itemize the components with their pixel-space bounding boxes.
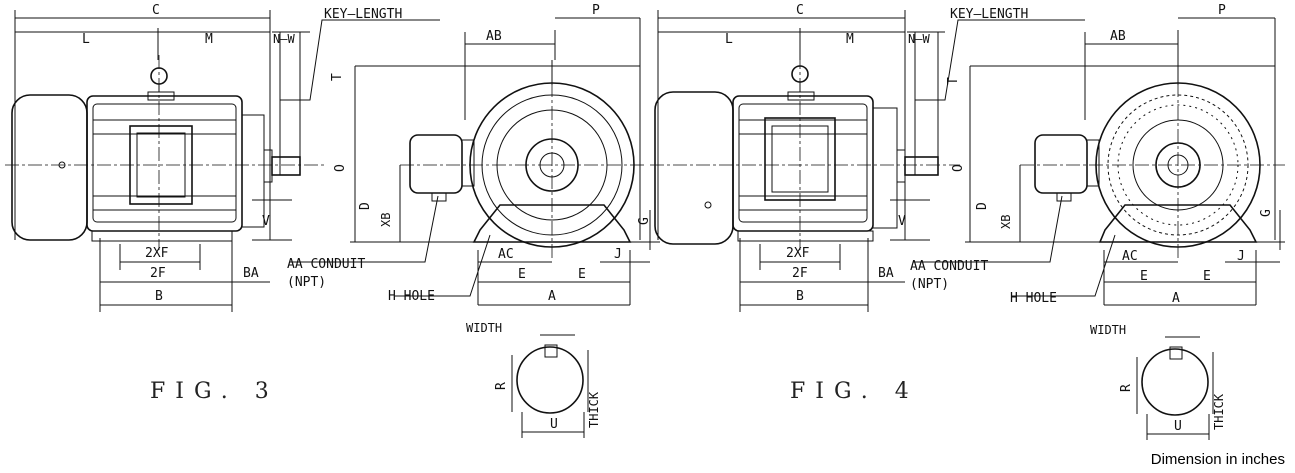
dim-v: V [262, 214, 270, 229]
dim-2xf: 2XF [145, 246, 169, 261]
dim-m-4: M [846, 32, 854, 47]
conduit-box [409, 134, 463, 194]
dim-width: WIDTH [466, 321, 502, 335]
dim-2f: 2F [150, 266, 166, 281]
dim-b: B [155, 289, 163, 304]
dim-thick-4: THICK [1212, 393, 1226, 430]
dim-ac-4: AC [1122, 249, 1138, 264]
figure-4 [650, 10, 1285, 440]
dim-ac: AC [498, 247, 514, 262]
dim-ba-4: BA [878, 266, 894, 281]
figure-4-caption: FIG. 4 [790, 379, 919, 404]
dim-p-4: P [1218, 3, 1226, 18]
npt-label: (NPT) [287, 275, 326, 290]
dim-c-4: C [796, 3, 804, 18]
dim-l: L [82, 32, 90, 47]
dim-t: T [330, 73, 345, 81]
shaft-4 [904, 156, 939, 176]
h-hole-label: H HOLE [388, 289, 435, 304]
dim-nw: N—W [273, 32, 295, 46]
dim-ba: BA [243, 266, 259, 281]
dim-m: M [205, 32, 213, 47]
dim-e-right-4: E [1203, 269, 1211, 284]
dim-2f-4: 2F [792, 266, 808, 281]
shaft-section [516, 346, 584, 414]
dim-key-length: KEY—LENGTH [324, 7, 402, 22]
motor-frame [86, 95, 243, 232]
dim-v-4: V [898, 214, 906, 229]
dim-a: A [548, 289, 556, 304]
fan-cover [11, 94, 88, 241]
figure-4-labels: C L M N—W KEY—LENGTH P AB T O D XB V G J… [725, 3, 1274, 434]
dim-thick: THICK [587, 391, 601, 428]
dim-2xf-4: 2XF [786, 246, 810, 261]
dim-d-4: D [975, 202, 990, 210]
fan-cover-4 [654, 91, 734, 245]
shaft [271, 156, 301, 176]
aa-conduit-label: AA CONDUIT [287, 257, 365, 272]
dim-u-4: U [1174, 419, 1182, 434]
dim-ab-4: AB [1110, 29, 1126, 44]
dim-e-left: E [518, 267, 526, 282]
dim-t-4: T [946, 77, 961, 85]
h-hole-label-4: H HOLE [1010, 291, 1057, 306]
dim-j-4: J [1237, 249, 1245, 264]
figure-3 [5, 10, 660, 438]
dim-xb: XB [379, 213, 393, 227]
front-feet [472, 204, 632, 243]
dim-g-4: G [1259, 209, 1274, 217]
dim-p: P [592, 3, 600, 18]
dim-o-4: O [951, 164, 966, 172]
front-feet-4 [1098, 204, 1258, 243]
dim-l-4: L [725, 32, 733, 47]
conduit-box-4 [1034, 134, 1088, 194]
dim-o: O [333, 164, 348, 172]
dim-e-left-4: E [1140, 269, 1148, 284]
dim-key-length-4: KEY—LENGTH [950, 7, 1028, 22]
dim-r-4: R [1119, 384, 1134, 392]
dim-width-4: WIDTH [1090, 323, 1126, 337]
dim-xb-4: XB [999, 215, 1013, 229]
shaft-section-4 [1141, 348, 1209, 416]
dim-nw-4: N—W [908, 32, 930, 46]
dim-c: C [152, 3, 160, 18]
npt-label-4: (NPT) [910, 277, 949, 292]
dim-r: R [494, 382, 509, 390]
figure-3-caption: FIG. 3 [150, 379, 279, 404]
aa-conduit-label-4: AA CONDUIT [910, 259, 988, 274]
dim-a-4: A [1172, 291, 1180, 306]
units-note: Dimension in inches [1151, 451, 1285, 468]
dim-d: D [358, 202, 373, 210]
dim-e-right: E [578, 267, 586, 282]
dim-b-4: B [796, 289, 804, 304]
figure-3-labels: C L M N—W KEY—LENGTH P AB T O D XB V G J… [82, 3, 652, 432]
dim-g: G [637, 217, 652, 225]
dim-j: J [614, 247, 622, 262]
dim-ab: AB [486, 29, 502, 44]
dim-u: U [550, 417, 558, 432]
motor-frame-4 [732, 95, 874, 232]
